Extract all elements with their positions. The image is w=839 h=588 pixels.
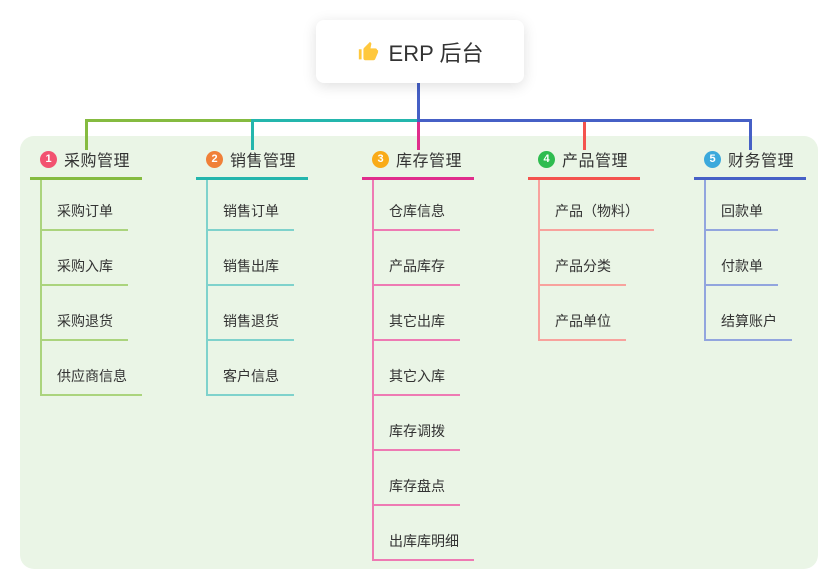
branch-badge-inventory: 3 <box>372 150 389 168</box>
child-node-label: 销售退货 <box>206 313 294 341</box>
child-node-label: 其它入库 <box>372 368 460 396</box>
child-node-sales-3[interactable]: 客户信息 <box>206 368 294 396</box>
child-node-product-1[interactable]: 产品分类 <box>538 258 626 286</box>
child-node-purchase-1[interactable]: 采购入库 <box>40 258 128 286</box>
branch-badge-purchase: 1 <box>40 150 57 168</box>
child-node-sales-1[interactable]: 销售出库 <box>206 258 294 286</box>
child-node-label: 销售订单 <box>206 203 294 231</box>
child-node-finance-1[interactable]: 付款单 <box>704 258 778 286</box>
branch-title-inventory[interactable]: 3 库存管理 <box>362 148 475 180</box>
child-node-inventory-5[interactable]: 库存盘点 <box>372 478 460 506</box>
bus-segment-1 <box>251 119 420 122</box>
root-connector-line <box>417 83 420 122</box>
root-node-title: ERP 后台 <box>388 40 484 66</box>
branch-badge-product: 4 <box>538 150 555 168</box>
child-node-label: 客户信息 <box>206 368 294 396</box>
branch-label-product: 产品管理 <box>562 153 629 170</box>
child-node-label: 库存调拨 <box>372 423 460 451</box>
branch-badge-finance: 5 <box>704 150 721 168</box>
branch-label-inventory: 库存管理 <box>396 153 463 170</box>
branch-connector-drop-sales <box>251 119 254 150</box>
branch-child-rail-sales <box>206 180 208 396</box>
child-node-label: 采购入库 <box>40 258 128 286</box>
child-node-purchase-2[interactable]: 采购退货 <box>40 313 128 341</box>
child-node-sales-0[interactable]: 销售订单 <box>206 203 294 231</box>
child-node-label: 供应商信息 <box>40 368 142 396</box>
branch-title-sales[interactable]: 2 销售管理 <box>196 148 309 180</box>
branch-child-rail-product <box>538 180 540 341</box>
child-node-inventory-1[interactable]: 产品库存 <box>372 258 460 286</box>
child-node-label: 出库库明细 <box>372 533 474 561</box>
bus-segment-0 <box>85 119 254 122</box>
branch-label-sales: 销售管理 <box>230 153 297 170</box>
child-node-purchase-3[interactable]: 供应商信息 <box>40 368 142 396</box>
branch-label-finance: 财务管理 <box>728 153 795 170</box>
child-node-label: 其它出库 <box>372 313 460 341</box>
child-node-label: 产品库存 <box>372 258 460 286</box>
branch-connector-drop-purchase <box>85 119 88 150</box>
branches-background-panel <box>20 136 818 569</box>
child-node-label: 结算账户 <box>704 313 792 341</box>
child-node-label: 回款单 <box>704 203 778 231</box>
branch-connector-drop-finance <box>749 119 752 150</box>
branch-connector-drop-product <box>583 119 586 150</box>
child-node-inventory-2[interactable]: 其它出库 <box>372 313 460 341</box>
child-node-inventory-3[interactable]: 其它入库 <box>372 368 460 396</box>
child-node-product-2[interactable]: 产品单位 <box>538 313 626 341</box>
child-node-label: 采购退货 <box>40 313 128 341</box>
child-node-label: 销售出库 <box>206 258 294 286</box>
child-node-label: 库存盘点 <box>372 478 460 506</box>
child-node-finance-2[interactable]: 结算账户 <box>704 313 792 341</box>
child-node-inventory-0[interactable]: 仓库信息 <box>372 203 460 231</box>
branch-title-product[interactable]: 4 产品管理 <box>528 148 641 180</box>
child-node-sales-2[interactable]: 销售退货 <box>206 313 294 341</box>
branch-label-purchase: 采购管理 <box>64 153 131 170</box>
bus-segment-2 <box>417 119 752 122</box>
child-node-label: 仓库信息 <box>372 203 460 231</box>
child-node-label: 采购订单 <box>40 203 128 231</box>
child-node-purchase-0[interactable]: 采购订单 <box>40 203 128 231</box>
branch-title-finance[interactable]: 5 财务管理 <box>694 148 807 180</box>
branch-title-purchase[interactable]: 1 采购管理 <box>30 148 143 180</box>
branch-child-rail-finance <box>704 180 706 341</box>
branch-connector-drop-inventory <box>417 119 420 150</box>
child-node-product-0[interactable]: 产品（物料） <box>538 203 654 231</box>
child-node-finance-0[interactable]: 回款单 <box>704 203 778 231</box>
branch-badge-sales: 2 <box>206 150 223 168</box>
branch-child-rail-purchase <box>40 180 42 396</box>
child-node-label: 产品分类 <box>538 258 626 286</box>
child-node-label: 产品（物料） <box>538 203 654 231</box>
child-node-inventory-6[interactable]: 出库库明细 <box>372 533 474 561</box>
child-node-inventory-4[interactable]: 库存调拨 <box>372 423 460 451</box>
root-node-erp[interactable]: ERP 后台 <box>316 20 524 83</box>
thumbs-up-icon <box>358 41 378 60</box>
branch-child-rail-inventory <box>372 180 374 561</box>
child-node-label: 产品单位 <box>538 313 626 341</box>
child-node-label: 付款单 <box>704 258 778 286</box>
